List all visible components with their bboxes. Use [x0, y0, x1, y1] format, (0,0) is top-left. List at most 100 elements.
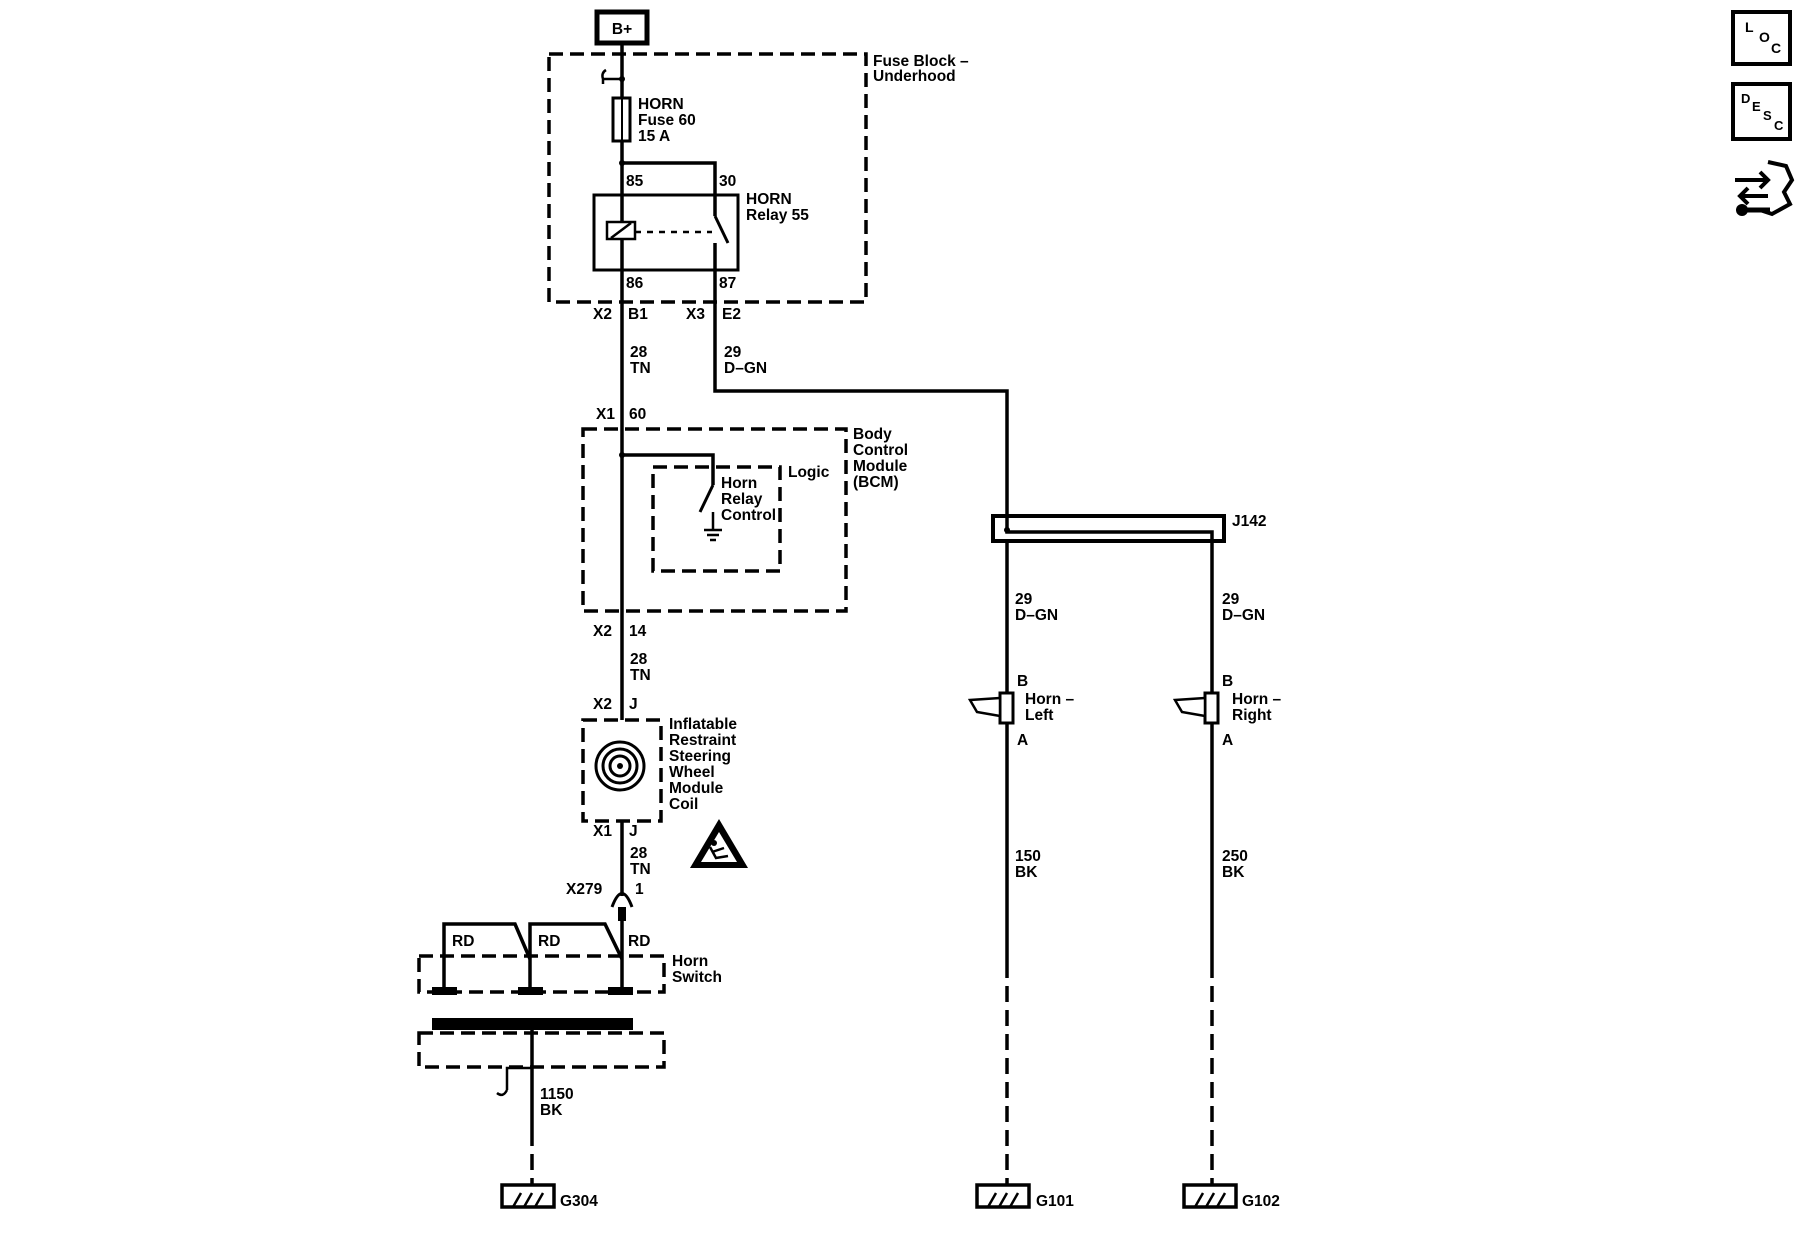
horn-left-pin-a: A	[1017, 732, 1028, 749]
switch-rd-2: RD	[538, 933, 560, 950]
wire-28-num-c: 28	[630, 845, 648, 862]
ground-g102-label: G102	[1242, 1193, 1280, 1210]
wire-85-to-30	[622, 161, 717, 195]
coil-outline	[581, 718, 663, 823]
clockspring-ring-2	[601, 747, 639, 785]
wire-29-dgn-main	[713, 302, 1009, 532]
relay-pin-86: 86	[626, 275, 644, 292]
wire-150-col: BK	[1015, 864, 1038, 881]
battery-label: B+	[612, 21, 632, 38]
airbag-warning-icon	[690, 819, 748, 868]
conn-pin-1: 1	[635, 881, 644, 898]
conn-x1-bcm: X1	[596, 406, 615, 423]
wire-150-num: 150	[1015, 848, 1041, 865]
g304-stub	[496, 1066, 532, 1097]
horn-relay-control-1: Horn	[721, 475, 757, 492]
conn-b1: B1	[628, 306, 648, 323]
switch-contact-3	[608, 987, 633, 995]
horn-left-pin-b: B	[1017, 673, 1028, 690]
switch-contact-2	[518, 987, 543, 995]
horn-left-label-2: Left	[1025, 707, 1053, 724]
horn-right-pin-a: A	[1222, 732, 1233, 749]
wire-250-num: 250	[1222, 848, 1248, 865]
horn-switch-label-1: Horn	[672, 953, 708, 970]
wire-250-col: BK	[1222, 864, 1245, 881]
relay-label-2: Relay 55	[746, 207, 809, 224]
wire-28-num-b: 28	[630, 651, 648, 668]
horn-switch-label-2: Switch	[672, 969, 722, 986]
wire-29-num-r: 29	[1222, 591, 1240, 608]
switch-rd-3: RD	[628, 933, 650, 950]
switch-shorting-bar	[432, 1018, 633, 1030]
horn-switch-outline	[417, 954, 666, 994]
ground-g304-label: G304	[560, 1193, 598, 1210]
bcm-label-4: (BCM)	[853, 474, 899, 491]
coil-label-4: Wheel	[669, 764, 715, 781]
loc-button-o: O	[1759, 29, 1770, 45]
conn-x2-coil: X2	[593, 696, 612, 713]
horn-right-pin-b: B	[1222, 673, 1233, 690]
wire-29-num-l: 29	[1015, 591, 1033, 608]
clockspring-ring-1	[594, 740, 646, 792]
horn-right-label-1: Horn –	[1232, 691, 1281, 708]
fuse-label-2: Fuse 60	[638, 112, 696, 129]
loc-button[interactable]: L O C	[1731, 10, 1792, 66]
relay-pin-85: 85	[626, 173, 644, 190]
coil-label-5: Module	[669, 780, 724, 797]
wire-28-col-c: TN	[630, 861, 651, 878]
service-tools-icon[interactable]	[1735, 160, 1795, 217]
horn-switch-ground-outline	[417, 1031, 666, 1069]
wire-29-col-r: D–GN	[1222, 607, 1265, 624]
wire-bcm-to-switch	[622, 453, 715, 485]
horn-left-icon	[967, 691, 1015, 725]
desc-button[interactable]: D E S C	[1731, 82, 1792, 141]
conn-x279: X279	[566, 881, 603, 898]
bcm-outline	[581, 427, 848, 613]
splice-pack-label: J142	[1232, 513, 1266, 530]
wire-29-col-l: D–GN	[1015, 607, 1058, 624]
wire-29-col-a: D–GN	[724, 360, 767, 377]
coil-label-6: Coil	[669, 796, 698, 813]
bcm-label-1: Body	[853, 426, 892, 443]
horn-relay-control-3: Control	[721, 507, 776, 524]
horn-right-label-2: Right	[1232, 707, 1272, 724]
desc-button-d: D	[1741, 91, 1750, 106]
clockspring-ring-3	[608, 754, 632, 778]
bcm-label-3: Module	[853, 458, 908, 475]
wire-28-col-a: TN	[630, 360, 651, 377]
relay-pin-87: 87	[719, 275, 736, 292]
conn-x2-bcm: X2	[593, 623, 612, 640]
coil-label-3: Steering	[669, 748, 731, 765]
wire-28-col-b: TN	[630, 667, 651, 684]
ground-g102-icon	[1182, 1183, 1238, 1209]
clockspring-ring-4	[617, 763, 623, 769]
relay-coil-slash	[610, 222, 632, 239]
relay-pin-30: 30	[719, 173, 736, 190]
wire-1150-num: 1150	[540, 1086, 574, 1103]
splice-pack-j142	[991, 514, 1226, 543]
conn-x3: X3	[686, 306, 705, 323]
ground-g304-icon	[500, 1183, 556, 1209]
horn-relay-55	[592, 193, 740, 272]
fuse-label-1: HORN	[638, 96, 684, 113]
bcm-logic-label: Logic	[788, 464, 830, 481]
relay-label-1: HORN	[746, 191, 792, 208]
desc-button-c: C	[1774, 118, 1784, 133]
splice-dot-j142	[1004, 527, 1010, 533]
horn-relay-control-2: Relay	[721, 491, 763, 508]
desc-button-e: E	[1752, 99, 1761, 114]
loc-button-l: L	[1745, 19, 1754, 35]
bcm-label-2: Control	[853, 442, 908, 459]
bcm-control-switch	[698, 484, 715, 513]
wire-29-num-a: 29	[724, 344, 742, 361]
conn-x1-coil: X1	[593, 823, 612, 840]
horn-right-icon	[1172, 691, 1220, 725]
ground-g101-label: G101	[1036, 1193, 1074, 1210]
loc-button-c: C	[1771, 40, 1781, 56]
ground-g101-icon	[975, 1183, 1031, 1209]
x279-connector-arc	[610, 892, 634, 908]
fuse-block-label-1: Fuse Block –	[873, 53, 969, 70]
relay-contact-arm	[713, 215, 730, 244]
fuse-block-label-2: Underhood	[873, 68, 956, 85]
